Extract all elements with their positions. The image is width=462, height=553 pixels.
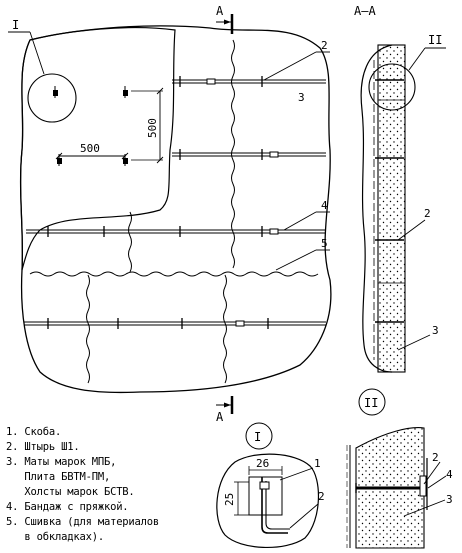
svg-text:500: 500 — [146, 118, 159, 138]
svg-text:A: A — [216, 410, 224, 424]
dimension-500-vertical: 500 — [131, 87, 164, 164]
callout-2: 2 — [321, 39, 328, 52]
clip-height-dim: 25 — [223, 481, 249, 516]
svg-text:4: 4 — [446, 468, 453, 481]
section-mark-bottom: A — [216, 396, 234, 424]
buckles — [206, 78, 279, 327]
plan-callouts — [263, 51, 330, 271]
detail-I-label: I — [12, 18, 19, 32]
mat-seams — [29, 39, 319, 384]
callout-3: 3 — [298, 91, 305, 104]
legend-item: Плита БВТМ-ПМ, — [6, 471, 111, 483]
section-outline — [360, 44, 393, 373]
callout-5: 5 — [321, 237, 328, 250]
section-pins — [375, 79, 404, 323]
svg-text:II: II — [364, 396, 378, 410]
detail-II: II 2 4 3 — [346, 388, 453, 549]
legend-item: 4. Бандаж с пряжкой. — [6, 501, 129, 513]
clip-width-dim: 26 — [248, 457, 283, 475]
legend-item: 2. Штырь Ш1. — [6, 441, 80, 453]
pins — [47, 76, 269, 329]
callout-4: 4 — [321, 199, 328, 212]
detail-I-circle — [27, 73, 77, 123]
legend-list: 1. Скоба. 2. Штырь Ш1. 3. Маты марок МПБ… — [6, 425, 236, 545]
detail-I: I 26 25 1 2 — [216, 422, 325, 548]
legend-item: в обкладках). — [6, 531, 104, 543]
section-callout-3: 3 — [432, 324, 439, 337]
section-title: A–A — [354, 4, 376, 18]
svg-text:25: 25 — [223, 493, 236, 506]
svg-text:26: 26 — [256, 457, 269, 470]
section-mark-top: A — [216, 4, 234, 34]
svg-text:I: I — [254, 430, 261, 444]
bands — [24, 79, 326, 326]
legend-item: Холсты марок БСТВ. — [6, 486, 135, 498]
legend-item: 3. Маты марок МПБ, — [6, 456, 117, 468]
section-callout-2: 2 — [424, 207, 431, 220]
section-view: A–A II 2 3 — [354, 4, 446, 373]
svg-text:2: 2 — [432, 451, 439, 464]
svg-text:500: 500 — [80, 142, 100, 155]
svg-text:1: 1 — [314, 457, 321, 470]
detail-II-circle — [368, 63, 416, 111]
detail-II-label: II — [428, 33, 442, 47]
section-insulation — [377, 44, 406, 373]
plan-view: 500 500 — [8, 4, 332, 424]
dimension-500-horizontal: 500 — [55, 142, 129, 160]
plan-outline — [19, 25, 332, 394]
svg-text:2: 2 — [318, 490, 325, 503]
bracket-symbols — [53, 86, 128, 166]
svg-text:A: A — [216, 4, 224, 18]
svg-text:3: 3 — [446, 493, 453, 506]
legend-item: 1. Скоба. — [6, 426, 62, 438]
plan-cutout — [19, 27, 176, 271]
legend-item: 5. Сшивка (для материалов — [6, 516, 160, 528]
